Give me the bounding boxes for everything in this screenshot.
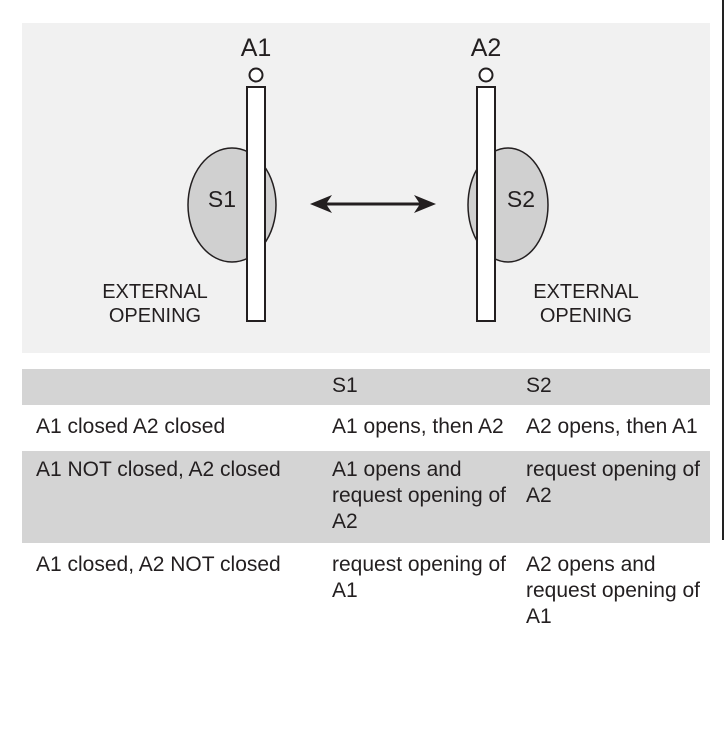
- external-opening-right-line1: EXTERNAL: [533, 281, 639, 303]
- door-a1-hinge: [248, 67, 264, 83]
- header-s2: S2: [512, 366, 710, 407]
- door-a1: [246, 86, 266, 322]
- row-condition: A1 NOT closed, A2 closed: [22, 448, 318, 545]
- page-edge-rule: [722, 0, 724, 540]
- table-row: A1 NOT closed, A2 closed A1 opens and re…: [22, 448, 710, 545]
- row-s1-action: A1 opens and request opening of A2: [318, 448, 512, 545]
- sensor-s2-label: S2: [507, 186, 535, 212]
- external-opening-right-line2: OPENING: [540, 305, 632, 327]
- row-s2-action: A2 opens and request opening of A1: [512, 543, 710, 638]
- table-row: A1 closed, A2 NOT closed request opening…: [22, 543, 710, 638]
- external-opening-left-line2: OPENING: [109, 305, 201, 327]
- door-interlock-diagram: A1 S1 EXTERNAL OPENING A2 S2 EXTERNAL OP…: [102, 34, 639, 327]
- header-s1: S1: [318, 366, 512, 407]
- table-row: A1 closed A2 closed A1 opens, then A2 A2…: [22, 405, 710, 450]
- row-s1-action: A1 opens, then A2: [318, 405, 512, 450]
- row-condition: A1 closed, A2 NOT closed: [22, 543, 318, 638]
- row-s2-action: A2 opens, then A1: [512, 405, 710, 450]
- sensor-s1-label: S1: [208, 186, 236, 212]
- header-condition: [22, 366, 318, 407]
- double-arrow-icon: [310, 195, 436, 213]
- row-s2-action: request opening of A2: [512, 448, 710, 545]
- door-a2-hinge: [478, 67, 494, 83]
- door-a2-label: A2: [471, 34, 502, 62]
- door-logic-table: S1 S2 A1 closed A2 closed A1 opens, then…: [22, 366, 710, 638]
- diagram-panel: [22, 23, 710, 353]
- external-opening-left-line1: EXTERNAL: [102, 281, 208, 303]
- table-header-row: S1 S2: [22, 366, 710, 407]
- door-a1-label: A1: [241, 34, 272, 62]
- door-a2: [476, 86, 496, 322]
- row-s1-action: request opening of A1: [318, 543, 512, 638]
- row-condition: A1 closed A2 closed: [22, 405, 318, 450]
